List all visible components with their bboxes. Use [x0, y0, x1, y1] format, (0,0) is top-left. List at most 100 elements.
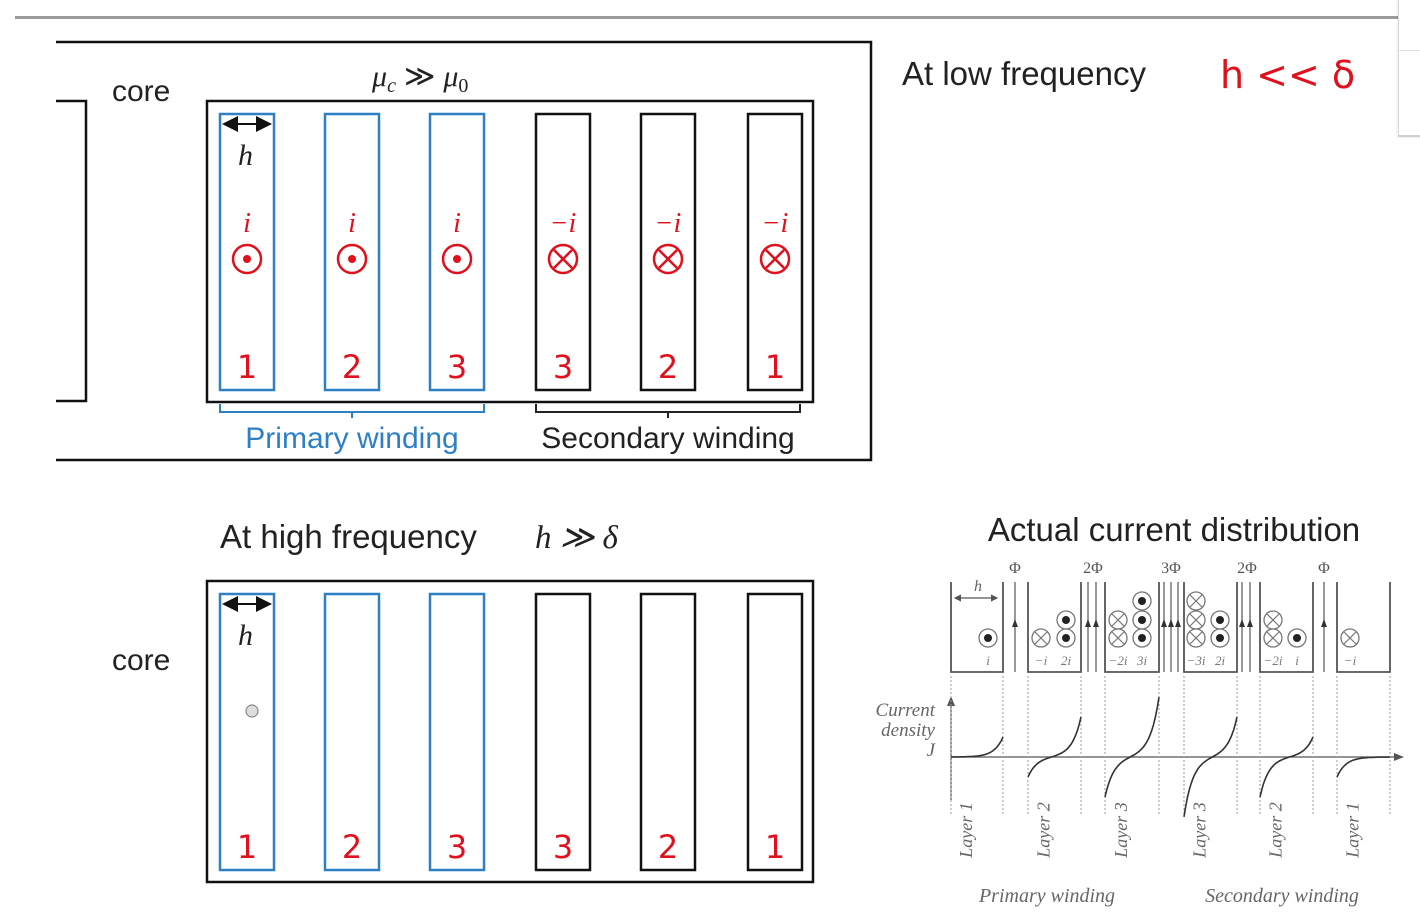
out-of-page-icon: [1210, 610, 1230, 630]
layer-conductor: [534, 112, 592, 392]
layer-number: 2: [658, 828, 678, 866]
svg-text:density: density: [881, 720, 935, 741]
layer-number: 3: [447, 828, 467, 866]
layer-primary-3: i3: [428, 112, 486, 392]
into-page-icon: [1108, 610, 1128, 630]
flux-label: Φ: [1318, 560, 1330, 577]
svg-text:Current: Current: [876, 700, 936, 721]
into-page-icon: [1031, 628, 1051, 648]
flux-arrow-icon: [1239, 619, 1245, 627]
mu-c: μ: [371, 60, 387, 93]
out-of-page-icon: [336, 243, 368, 275]
out-of-page-icon: [1132, 610, 1152, 630]
layer-current-label: −i: [550, 208, 577, 239]
flux-label: Φ: [1009, 560, 1021, 577]
svg-text:μc≫μ0: μc≫μ0: [371, 60, 468, 97]
layer-slot: [1183, 582, 1238, 673]
layer-number: 1: [765, 828, 785, 866]
layer-current-label: i: [453, 208, 461, 239]
layer-conductor: [534, 592, 592, 872]
slide-top-rule: [15, 16, 1400, 19]
layer-primary-1: i1: [218, 112, 276, 392]
flux-arrow-icon: [1012, 619, 1018, 627]
out-of-page-icon: [441, 243, 473, 275]
layer-conductor: [639, 592, 697, 872]
layer-current-label: −2i: [1109, 653, 1128, 668]
layer-number: 2: [658, 348, 678, 386]
layer-secondary-1: 1: [746, 592, 804, 872]
layer-current-label: −i: [655, 208, 682, 239]
into-page-icon: [1263, 610, 1283, 630]
current-density-curve: [1183, 716, 1238, 818]
high-frequency-condition: h ≫ δ: [535, 520, 619, 556]
secondary-winding-caption: Secondary winding: [1205, 885, 1359, 907]
primary-brace: [219, 404, 485, 418]
layer-current-label: −i: [1344, 653, 1357, 668]
into-page-icon: [759, 243, 791, 275]
flux-arrow-icon: [1093, 619, 1099, 627]
flux-label: 3Φ: [1161, 560, 1181, 577]
layer-conductor: [746, 112, 804, 392]
flux-arrow-icon: [1321, 619, 1327, 627]
layer-slot: [1104, 582, 1160, 673]
layer-name: Layer 1: [956, 802, 976, 859]
layer-conductor: [639, 112, 697, 392]
layer-current-label: −2i: [1264, 653, 1283, 668]
flux-arrow-icon: [1175, 619, 1181, 627]
flux-arrow-icon: [1168, 619, 1174, 627]
layer-primary-3: 3: [428, 592, 486, 872]
layer-secondary-2: −i 2: [639, 112, 697, 392]
core-outline: [56, 40, 873, 462]
layer-number: 2: [342, 348, 362, 386]
out-of-page-icon: [1056, 628, 1076, 648]
layer-number: 1: [765, 348, 785, 386]
layer-secondary-1: −i 1: [746, 112, 804, 392]
into-page-icon: [1263, 628, 1283, 648]
layer-number: 3: [447, 348, 467, 386]
layer-boundaries: [950, 676, 1391, 814]
current-density-curve: [950, 736, 1004, 758]
secondary-winding-label: Secondary winding: [541, 422, 795, 455]
out-of-page-icon: [1132, 591, 1152, 611]
layer-name: Layer 1: [1343, 802, 1363, 859]
side-panel-divider: [1399, 50, 1420, 51]
flux-arrow-icon: [1247, 619, 1253, 627]
layer-current-label: 2i: [1061, 653, 1072, 668]
layer-conductor: [746, 592, 804, 872]
out-of-page-icon: [1210, 628, 1230, 648]
layer-conductor: [218, 592, 276, 872]
out-of-page-icon: [978, 628, 998, 648]
layer-current-label: i: [986, 653, 990, 668]
into-page-icon: [1108, 628, 1128, 648]
layer-primary-2: i2: [323, 112, 381, 392]
into-page-icon: [652, 243, 684, 275]
current-density-curve: [1336, 756, 1391, 778]
into-page-icon: [1186, 591, 1206, 611]
layer-slots: [950, 582, 1391, 673]
layer-current-label: −i: [762, 208, 789, 239]
secondary-brace: [535, 404, 801, 418]
out-of-page-icon: [1056, 610, 1076, 630]
thickness-label-high: h: [238, 619, 253, 652]
layer-slot: [1027, 582, 1082, 673]
flux-lines: [1012, 582, 1327, 672]
layer-secondary-3: −i3: [534, 112, 592, 392]
layer-slot: [1259, 582, 1314, 673]
svg-text:J: J: [927, 740, 937, 761]
j-axis-label: Current density J: [876, 700, 937, 761]
into-page-icon: [547, 243, 579, 275]
low-frequency-condition: h << δ: [1220, 53, 1355, 97]
out-of-page-icon: [1287, 628, 1307, 648]
layer-slot: [1336, 582, 1391, 673]
layer-primary-2: 2: [323, 592, 381, 872]
layer-conductor: [428, 112, 486, 392]
into-page-icon: [1186, 628, 1206, 648]
into-page-icon: [1340, 628, 1360, 648]
layer-number: 2: [342, 828, 362, 866]
layer-conductor: [428, 592, 486, 872]
